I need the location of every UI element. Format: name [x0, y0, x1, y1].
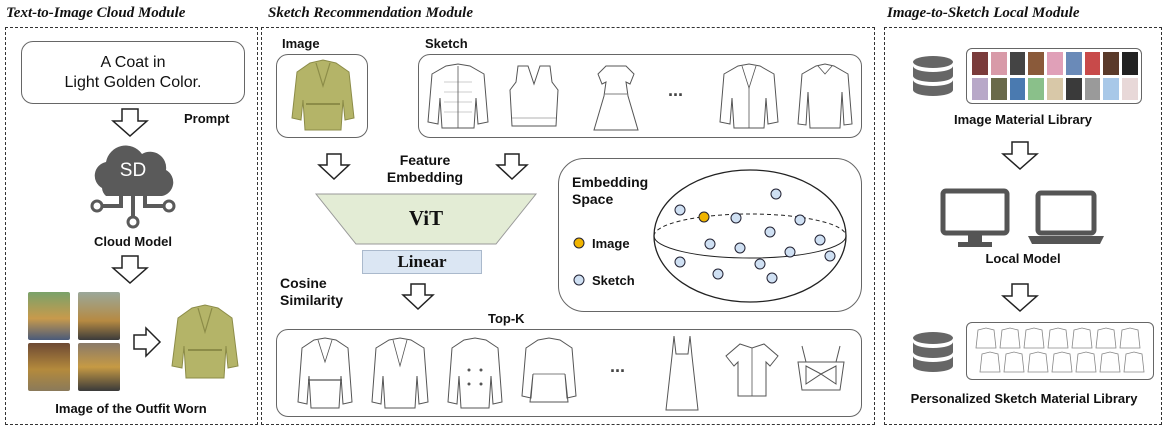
thumbnail	[1065, 52, 1082, 75]
result-coat-icon	[297, 337, 353, 409]
laptop-icon	[1028, 190, 1104, 244]
sketch-vest-icon	[509, 65, 559, 127]
local-model-label: Local Model	[985, 251, 1061, 266]
right-module-title: Image-to-Sketch Local Module	[887, 5, 1080, 21]
thumbnail	[972, 52, 988, 75]
thumbnail	[1009, 77, 1026, 100]
thumbnail	[1084, 52, 1101, 75]
image-library-label: Image Material Library	[954, 112, 1092, 127]
generated-coat-icon	[171, 304, 239, 379]
thumbnail	[1122, 52, 1138, 75]
result-bow-top-icon	[797, 345, 845, 391]
down-arrow-icon	[1001, 283, 1039, 313]
result-blouse-icon	[725, 343, 779, 397]
sketch-ellipsis: ...	[668, 80, 684, 100]
sketch-shirt-icon	[797, 63, 853, 129]
down-arrow-icon	[111, 255, 149, 285]
result-trench-icon	[447, 337, 503, 409]
image-thumbnails	[972, 52, 1138, 100]
left-module-title: Text-to-Image Cloud Module	[6, 5, 186, 21]
vit-label: ViT	[408, 206, 444, 230]
down-arrow-icon	[495, 153, 529, 181]
legend-sketch-label: Sketch	[592, 273, 635, 288]
sketch-blazer-icon	[719, 63, 779, 129]
thumbnail	[990, 52, 1007, 75]
thumbnail	[990, 77, 1007, 100]
sketch-dress-icon	[593, 65, 639, 131]
thumbnail	[1009, 52, 1026, 75]
thumbnail	[1028, 52, 1045, 75]
prompt-label: Prompt	[184, 111, 230, 126]
down-arrow-icon	[111, 108, 149, 138]
vit-block	[314, 193, 538, 245]
linear-block: Linear	[362, 250, 482, 274]
sketch-dot-icon	[573, 274, 585, 286]
image-dot-icon	[573, 237, 585, 249]
result-peplum-jacket-icon	[521, 337, 577, 403]
thumbnail	[972, 77, 988, 100]
feature-embedding-label: Feature Embedding	[386, 152, 464, 185]
sketch-library-label: Personalized Sketch Material Library	[910, 391, 1138, 406]
thumbnail	[1047, 52, 1063, 75]
sketch-label: Sketch	[425, 36, 468, 51]
sketch-box	[418, 54, 862, 138]
outfit-photo	[28, 292, 70, 340]
cosine-similarity-label: Cosine Similarity	[280, 275, 344, 308]
down-arrow-icon	[317, 153, 351, 181]
down-arrow-icon	[401, 283, 435, 311]
coat-image-icon	[291, 59, 355, 131]
outfit-photo	[28, 343, 70, 391]
thumbnail	[1122, 77, 1138, 100]
topk-label: Top-K	[488, 311, 525, 326]
thumbnail	[1028, 77, 1045, 100]
thumbnail	[1103, 77, 1120, 100]
middle-module-panel	[261, 27, 875, 425]
monitor-icon	[940, 188, 1010, 247]
embedding-sphere	[653, 169, 847, 303]
middle-module-title: Sketch Recommendation Module	[268, 5, 474, 21]
legend-image-label: Image	[592, 236, 630, 251]
sketch-jacket-icon	[427, 63, 489, 129]
right-arrow-icon	[133, 326, 162, 358]
sd-label: SD	[119, 160, 147, 181]
embedding-space-label: Embedding Space	[572, 174, 649, 207]
thumbnail	[1065, 77, 1082, 100]
thumbnail	[1103, 52, 1120, 75]
outfit-photo	[78, 343, 120, 391]
thumbnail	[1084, 77, 1101, 100]
result-blazer-icon	[371, 337, 429, 409]
image-label: Image	[282, 36, 320, 51]
left-module-panel	[5, 27, 258, 425]
cloud-icon	[90, 145, 176, 229]
database-icon	[913, 332, 953, 372]
down-arrow-icon	[1001, 141, 1039, 171]
right-module-panel	[884, 27, 1162, 425]
thumbnail	[1047, 77, 1063, 100]
database-icon	[913, 56, 953, 96]
sketch-thumbnails	[975, 327, 1145, 373]
result-slip-dress-icon	[665, 335, 699, 411]
topk-ellipsis: ...	[610, 356, 626, 376]
outfit-photo	[78, 292, 120, 340]
prompt-box: A Coat in Light Golden Color.	[21, 41, 245, 104]
outfit-label: Image of the Outfit Worn	[55, 401, 207, 416]
cloud-model-label: Cloud Model	[94, 234, 172, 249]
